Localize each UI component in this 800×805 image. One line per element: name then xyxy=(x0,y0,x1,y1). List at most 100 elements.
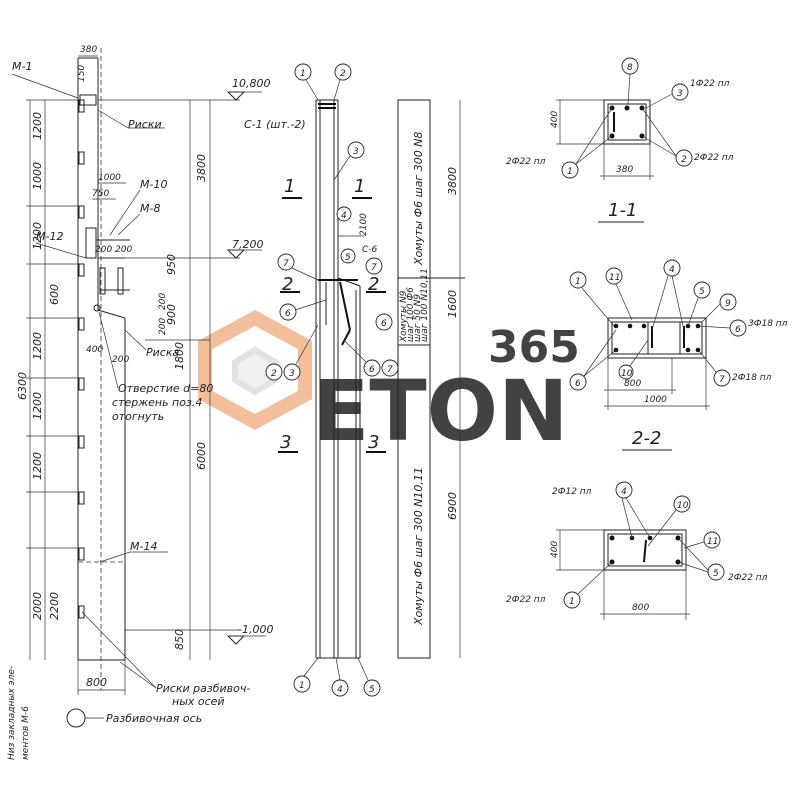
dim-850: 850 xyxy=(173,629,186,650)
dim-1600: 1600 xyxy=(446,290,459,318)
bubble-1-top: 1 xyxy=(300,69,306,79)
bubble-7-low: 7 xyxy=(387,365,393,375)
level-top: 10,800 xyxy=(232,77,271,90)
level-mid: 7,200 xyxy=(232,238,264,251)
dim-150: 150 xyxy=(77,65,87,82)
dim-left-1200: 1200 xyxy=(31,112,44,140)
cage-label-2: С-6 xyxy=(362,245,378,255)
dim-200c: 200 xyxy=(158,318,168,335)
bubble-5-bottom: 5 xyxy=(369,685,375,695)
dim-3800-col: 3800 xyxy=(446,167,459,195)
bubble-1-bottom: 1 xyxy=(299,681,305,691)
s33-label-2f22-right: 2Ф22 пл xyxy=(728,573,768,583)
s22-bubble-7: 7 xyxy=(719,375,725,385)
cage-label: С-1 (шт.-2) xyxy=(244,118,306,131)
s22-bubble-5: 5 xyxy=(699,287,705,297)
dim-200d: 200 xyxy=(158,293,168,310)
section-mark-2-left: 2 xyxy=(282,274,293,295)
dim-1800: 1800 xyxy=(173,342,186,370)
stirrup-table: Хомуты Ф6 шаг 300 N8 Хомуты N9 шаг 100 Ф… xyxy=(397,99,465,659)
dim-400: 400 xyxy=(86,345,103,355)
s11-bubble-2: 2 xyxy=(681,155,687,165)
s11-bubble-1: 1 xyxy=(567,167,573,177)
watermark-logo xyxy=(198,310,312,430)
s33-label-2f22-left: 2Ф22 пл xyxy=(506,595,546,605)
section-mark-1-left: 1 xyxy=(284,176,295,197)
dim-800-bottom: 800 xyxy=(86,676,107,689)
bubble-7-right: 7 xyxy=(371,263,377,273)
side-note-1: Низ закладных эле- xyxy=(7,666,17,760)
label-m1: М-1 xyxy=(12,60,32,73)
stirrups-mid-4: шаг 100 N10,11 xyxy=(420,268,430,342)
s33-dim-w: 800 xyxy=(632,603,649,613)
bubble-7-left: 7 xyxy=(283,259,289,269)
dim-750: 750 xyxy=(92,189,109,199)
s22-label-3f18: 3Ф18 пл xyxy=(748,319,788,329)
label-hole-1: Отверстие d=80 xyxy=(118,382,213,395)
dim-left-1200c: 1200 xyxy=(31,332,44,360)
watermark-number: 365 xyxy=(488,322,580,373)
dim-1000-top: 1000 xyxy=(98,173,121,183)
section-3-3: 400 800 2Ф12 пл 4 10 11 5 2Ф22 пл 1 2Ф22… xyxy=(506,481,768,620)
section-mark-3-left: 3 xyxy=(280,432,291,453)
s11-title: 1-1 xyxy=(608,200,637,221)
s22-bubble-4: 4 xyxy=(669,265,675,275)
s22-dim-1000: 1000 xyxy=(644,395,667,405)
s33-bubble-11: 11 xyxy=(707,537,718,547)
s33-label-2f12: 2Ф12 пл xyxy=(552,487,592,497)
bubble-6-left: 6 xyxy=(285,309,291,319)
stirrups-mid-1: Хомуты N9 xyxy=(399,290,409,343)
s22-label-2f18: 2Ф18 пл xyxy=(732,373,772,383)
dim-380: 380 xyxy=(80,45,97,55)
s33-bubble-10: 10 xyxy=(677,501,689,511)
s11-dim-w: 380 xyxy=(616,165,633,175)
dim-200a: 200 xyxy=(95,245,112,255)
watermark-brand: ETON xyxy=(312,362,568,460)
stirrups-mid-3: шаг 50 N9 xyxy=(413,294,423,342)
side-note-2: ментов М-6 xyxy=(21,706,31,760)
label-riska: Риска xyxy=(146,346,179,359)
section-1-1: 400 380 8 3 1Ф22 пл 1 2Ф22 пл 2 2Ф22 пл … xyxy=(506,57,734,223)
dim-3800: 3800 xyxy=(195,154,208,182)
bubble-4-mid: 4 xyxy=(341,211,347,221)
watermark: 365 ETON xyxy=(198,310,580,460)
label-axis: Разбивочная ось xyxy=(106,712,202,725)
dim-200b: 200 xyxy=(115,245,132,255)
s11-label-top: 1Ф22 пл xyxy=(690,79,730,89)
dim-left-1200e: 1200 xyxy=(31,452,44,480)
stirrups-bottom: Хомуты Ф6 шаг 300 N10,11 xyxy=(412,467,425,626)
label-m12: М-12 xyxy=(36,230,63,243)
dim-left-6300: 6300 xyxy=(16,372,29,400)
s11-bubble-3: 3 xyxy=(677,89,683,99)
bubble-5-mid: 5 xyxy=(345,253,351,263)
s33-dim-h: 400 xyxy=(550,541,560,558)
dim-6000: 6000 xyxy=(195,442,208,470)
s22-bubble-11: 11 xyxy=(609,273,620,283)
dim-left-1200b: 1200 xyxy=(31,222,44,250)
bubble-3-top: 3 xyxy=(353,147,359,157)
bubble-2-top: 2 xyxy=(340,69,346,79)
label-m14: М-14 xyxy=(130,540,157,553)
bubble-2-mid: 2 xyxy=(271,369,277,379)
section-2-2: 800 1000 1 11 4 5 9 6 3Ф18 пл 10 7 2Ф18 … xyxy=(569,259,788,451)
dim-2100: 2100 xyxy=(359,213,369,236)
label-hole-2: стержень поз.4 xyxy=(112,396,202,409)
dim-200e: 200 xyxy=(112,355,129,365)
label-m8: М-8 xyxy=(140,202,160,215)
section-mark-1-right: 1 xyxy=(354,176,365,197)
s33-bubble-5: 5 xyxy=(713,569,719,579)
dim-left-1200d: 1200 xyxy=(31,392,44,420)
reinforcement-cage: 1 2 3 4 5 7 7 6 6 2 3 6 7 1 4 5 С-1 (шт.… xyxy=(244,63,399,697)
bubble-6-right: 6 xyxy=(381,319,387,329)
s33-bubble-1: 1 xyxy=(569,597,575,607)
s11-label-right: 2Ф22 пл xyxy=(694,153,734,163)
s11-bubble-8: 8 xyxy=(627,63,633,73)
dim-900: 900 xyxy=(165,304,178,325)
label-m10: М-10 xyxy=(140,178,167,191)
bubble-4-bottom: 4 xyxy=(337,685,343,695)
bubble-6-low: 6 xyxy=(369,365,375,375)
s22-bubble-6-right: 6 xyxy=(735,325,741,335)
dim-left-1000: 1000 xyxy=(31,162,44,190)
